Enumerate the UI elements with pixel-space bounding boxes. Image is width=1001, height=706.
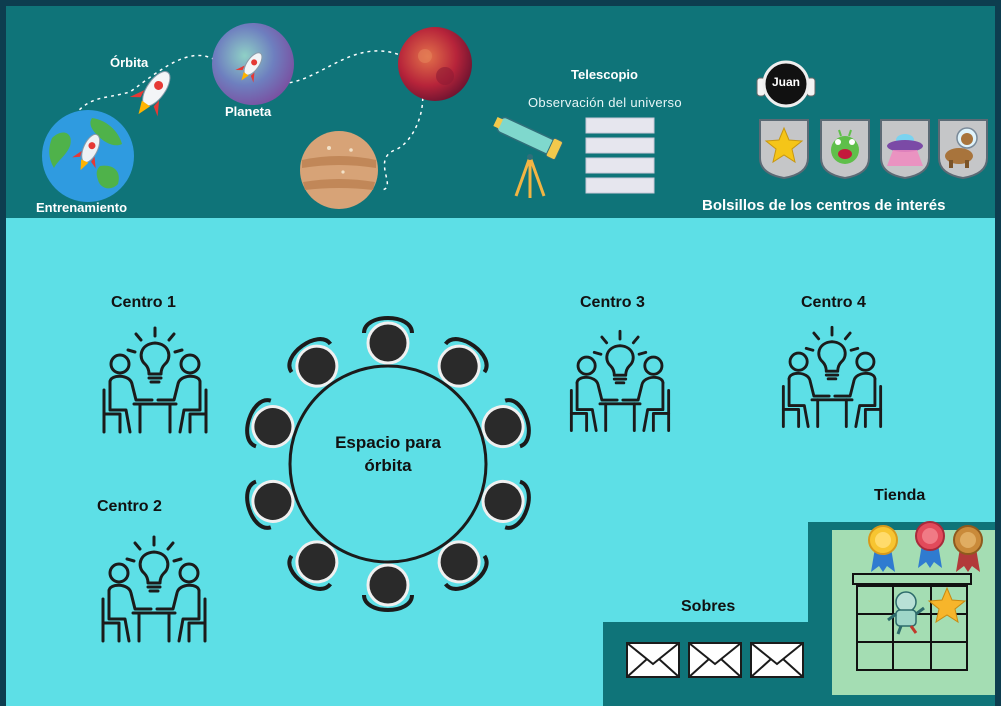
rocket-icon [72,133,101,171]
shop-shelf[interactable] [852,572,973,672]
red-medal-icon[interactable] [912,520,948,570]
astronaut-avatar[interactable] [755,56,817,112]
astronaut-sticker-icon[interactable] [886,590,926,635]
orbit-space-label-line2: órbita [364,456,412,475]
space-dog-badge[interactable] [937,118,989,180]
bronze-medal-icon[interactable] [950,524,986,574]
avatar-name: Juan [771,75,800,89]
telescope-icon[interactable] [490,112,570,202]
planet-icon[interactable] [211,22,295,106]
pockets-label: Bolsillos de los centros de interés [702,197,946,214]
orbit-space-label-line1: Espacio para [335,433,441,452]
orbit-label: Órbita [110,55,149,70]
orbit-rocket-icon[interactable] [129,64,176,120]
orbit-round-table[interactable] [228,304,548,624]
star-badge[interactable] [758,118,810,180]
red-planet-icon[interactable] [397,26,473,102]
envelopes-title: Sobres [681,598,736,615]
center-4-title: Centro 4 [801,294,866,311]
envelope-icon-3[interactable] [750,642,804,678]
ufo-badge[interactable] [879,118,931,180]
training-label: Entrenamiento [36,200,128,215]
desert-planet-icon[interactable] [299,130,379,210]
telescope-title: Telescopio [571,67,638,82]
monster-badge[interactable] [819,118,871,180]
envelope-icon-2[interactable] [688,642,742,678]
gold-medal-icon[interactable] [865,524,901,574]
star-sticker-icon[interactable] [927,586,967,624]
center-1-title: Centro 1 [111,294,176,311]
center-2-title: Centro 2 [97,498,162,515]
observation-strips [585,117,655,194]
shop-title: Tienda [874,487,926,504]
training-path [69,50,424,191]
telescope-subtitle: Observación del universo [528,95,682,110]
planet-label: Planeta [225,104,272,119]
center-3-title: Centro 3 [580,294,645,311]
envelope-icon-1[interactable] [626,642,680,678]
header-band [0,0,1001,218]
